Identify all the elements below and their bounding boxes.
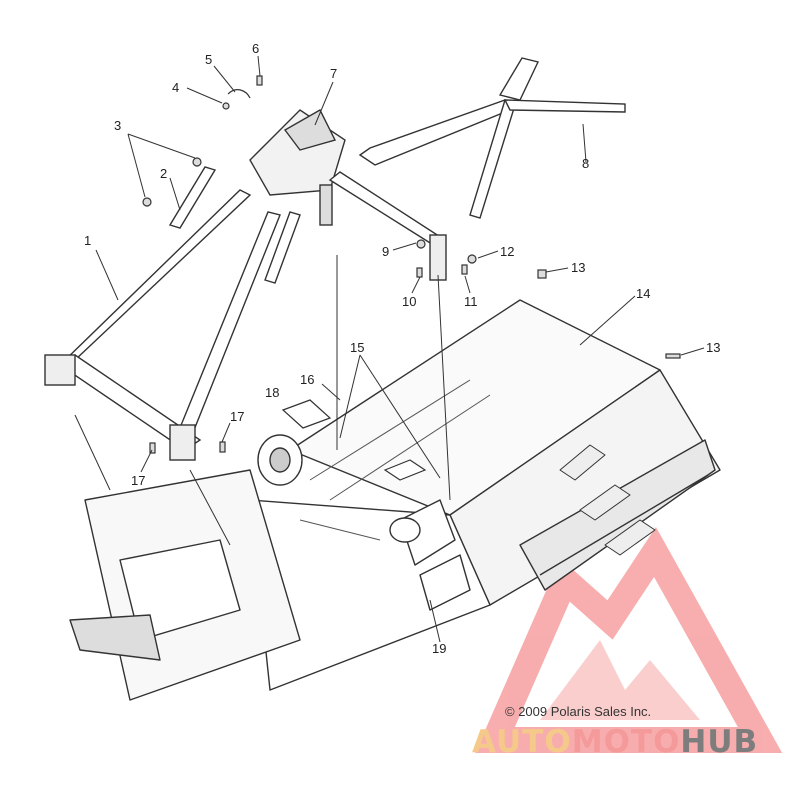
link-rod-2: [168, 166, 217, 229]
part-label-5: 5: [205, 52, 212, 67]
leader-lines: [74, 55, 705, 643]
part-label-13a: 13: [571, 260, 585, 275]
part-label-6: 6: [252, 41, 259, 56]
lower-a-frame: [69, 614, 161, 661]
part-label-1: 1: [84, 233, 91, 248]
part-label-15: 15: [350, 340, 364, 355]
part-number-labels: 1 2 3 4 5 6 7 8 9 10 11 12 13 13 14 15 1…: [84, 41, 720, 656]
part-label-19: 19: [432, 641, 446, 656]
part-label-16: 16: [300, 372, 314, 387]
part-label-9: 9: [382, 244, 389, 259]
part-label-14: 14: [636, 286, 650, 301]
front-frame-tubes: [44, 189, 281, 461]
part-label-17b: 17: [131, 473, 145, 488]
copyright-text: © 2009 Polaris Sales Inc.: [505, 704, 651, 719]
watermark-auto: AUTO: [472, 724, 572, 760]
watermark-logo: [475, 527, 783, 753]
part-label-12: 12: [500, 244, 514, 259]
watermark-hub: HUB: [680, 724, 758, 760]
chassis-assembly: [69, 299, 721, 701]
hardware: [142, 75, 681, 481]
steering-support: [168, 109, 346, 284]
part-label-13b: 13: [706, 340, 720, 355]
part-label-3: 3: [114, 118, 121, 133]
part-label-11: 11: [464, 294, 478, 309]
watermark-wordmark: AUTOMOTOHUB: [472, 724, 758, 760]
decal-15: [383, 459, 427, 481]
watermark-moto: MOTO: [572, 724, 681, 760]
part-label-10: 10: [402, 294, 416, 309]
part-label-4: 4: [172, 80, 179, 95]
part-label-8: 8: [582, 156, 589, 171]
decal-18: [281, 399, 332, 429]
part-label-7: 7: [330, 66, 337, 81]
link-rod-right: [264, 211, 301, 284]
running-board: [519, 439, 716, 591]
upper-brace-8: [328, 57, 626, 281]
part-label-18: 18: [265, 385, 279, 400]
part-label-17a: 17: [230, 409, 244, 424]
svg-text:AUTOMOTOHUB: AUTOMOTOHUB: [472, 724, 758, 760]
part-label-2: 2: [160, 166, 167, 181]
